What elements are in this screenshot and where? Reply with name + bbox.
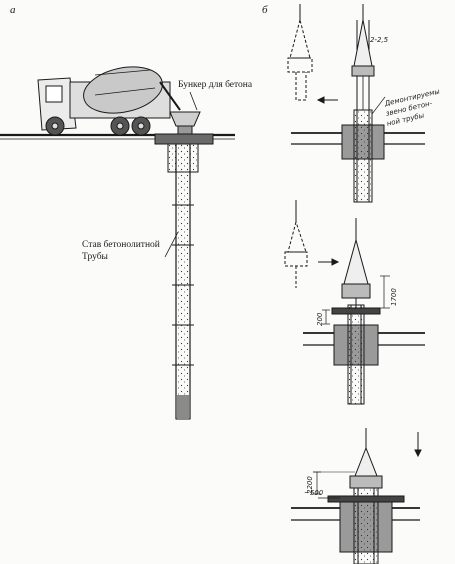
dim-1700-label: 1700 — [390, 288, 398, 306]
panel-a-drawing — [0, 66, 235, 420]
dim-200-label: 200 — [316, 312, 324, 326]
stage-1 — [287, 4, 425, 203]
pipe-collar — [154, 133, 214, 145]
stav-label-line2: Трубы — [82, 252, 108, 262]
stage-2 — [284, 200, 425, 405]
panel-label-a: а — [10, 4, 16, 16]
concrete-pipe-stack — [167, 143, 199, 420]
dim-top-label: 2-2,5 — [370, 36, 389, 44]
concrete-mixer-truck — [37, 66, 181, 136]
stage-3 — [291, 428, 422, 564]
concrete-hopper — [169, 111, 201, 135]
panel-b-drawing — [284, 4, 425, 564]
bunker-label: Бункер для бетона — [178, 80, 253, 90]
dim-500-label: ~500 — [304, 489, 324, 497]
panel-label-b: б — [262, 4, 268, 16]
stav-label-line1: Став бетонолитной — [82, 240, 160, 250]
